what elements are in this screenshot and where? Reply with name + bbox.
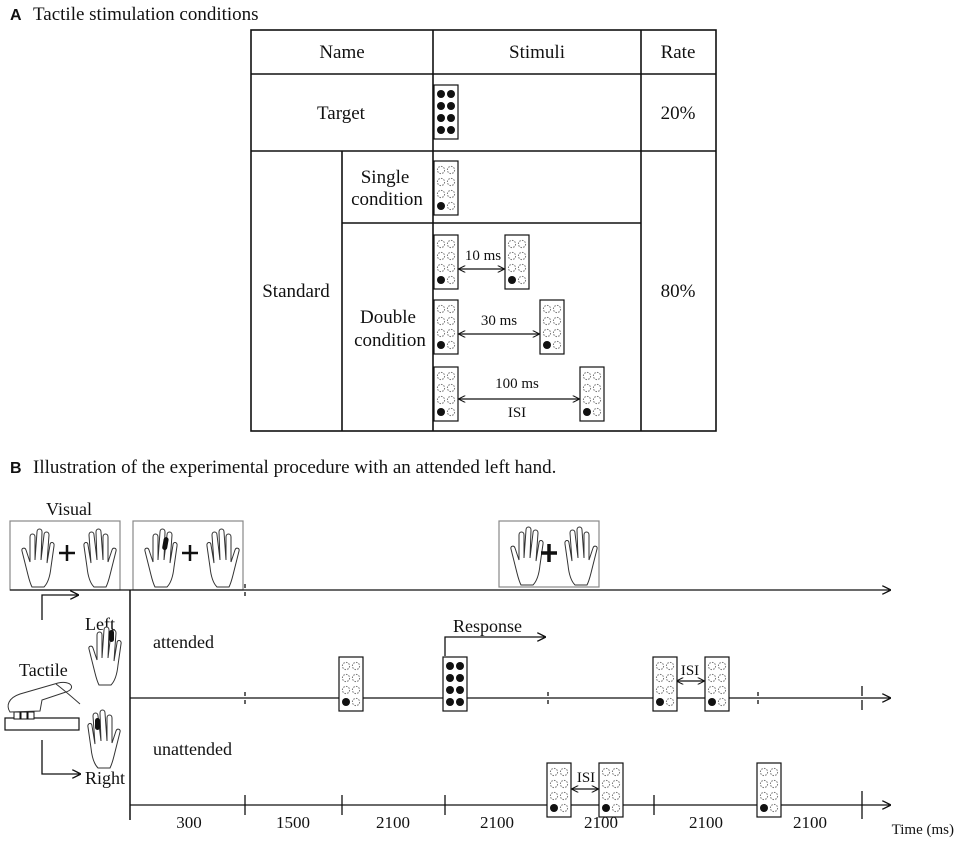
tactile-label: Tactile <box>19 660 68 680</box>
single-stimulus-pad <box>433 160 459 216</box>
double-30ms-label: 30 ms <box>481 313 517 329</box>
header-rate: Rate <box>661 42 696 63</box>
target-rate: 20% <box>661 103 696 124</box>
double-30ms-pad-second <box>539 299 565 355</box>
unattended-isi-label: ISI <box>577 770 595 786</box>
double-30ms-pad-first <box>433 299 459 355</box>
time-segment-4: 2100 <box>480 813 514 832</box>
time-segment-2: 1500 <box>276 813 310 832</box>
attended-double-pad-second <box>704 656 730 712</box>
conditions-table <box>250 29 717 432</box>
tactile-apparatus <box>4 595 80 774</box>
double-100ms-pad-first <box>433 366 459 422</box>
unattended-label: unattended <box>153 739 232 759</box>
time-segment-6: 2100 <box>689 813 723 832</box>
double-10ms-label: 10 ms <box>465 248 501 264</box>
time-axis-label: Time (ms) <box>892 822 954 838</box>
time-segment-5: 2100 <box>584 813 618 832</box>
time-segment-3: 2100 <box>376 813 410 832</box>
target-label: Target <box>317 103 366 124</box>
time-segment-1: 300 <box>176 813 202 832</box>
attended-standard-pad <box>338 656 364 712</box>
right-label: Right <box>85 768 125 788</box>
panel-b-letter: B <box>10 460 22 477</box>
response-label: Response <box>453 616 522 636</box>
response-arrow <box>444 637 545 656</box>
panel-a-letter: A <box>10 7 22 24</box>
double-10ms-pad-first <box>433 234 459 290</box>
right-hand-icon <box>87 709 121 769</box>
unattended-double-pad-second <box>598 762 624 818</box>
visual-screen-fixation <box>9 520 121 591</box>
unattended-standard-pad <box>756 762 782 818</box>
unattended-double-pad-first <box>546 762 572 818</box>
left-hand-icon <box>88 626 122 686</box>
standard-label: Standard <box>262 281 330 302</box>
visual-label: Visual <box>46 499 92 519</box>
double-condition-line2: condition <box>354 330 426 351</box>
visual-screen-cue <box>132 520 244 591</box>
attended-target-pad <box>442 656 468 712</box>
attended-double-pad-first <box>652 656 678 712</box>
double-10ms-pad-second <box>504 234 530 290</box>
double-condition-line1: Double <box>360 307 416 328</box>
header-name: Name <box>319 42 364 63</box>
standard-rate: 80% <box>661 281 696 302</box>
double-100ms-label: 100 ms <box>495 376 539 392</box>
attended-label: attended <box>153 632 214 652</box>
single-condition-line2: condition <box>351 189 423 210</box>
target-stimulus-pad <box>433 84 459 140</box>
attended-isi-label: ISI <box>681 663 699 679</box>
single-condition-line1: Single <box>361 167 410 188</box>
double-isi-label: ISI <box>508 405 526 421</box>
visual-screen-task <box>498 520 600 588</box>
time-segment-7: 2100 <box>793 813 827 832</box>
double-100ms-pad-second <box>579 366 605 422</box>
header-stimuli: Stimuli <box>509 42 565 63</box>
panel-a-title: Tactile stimulation conditions <box>33 4 259 25</box>
panel-b-title: Illustration of the experimental procedu… <box>33 457 556 478</box>
